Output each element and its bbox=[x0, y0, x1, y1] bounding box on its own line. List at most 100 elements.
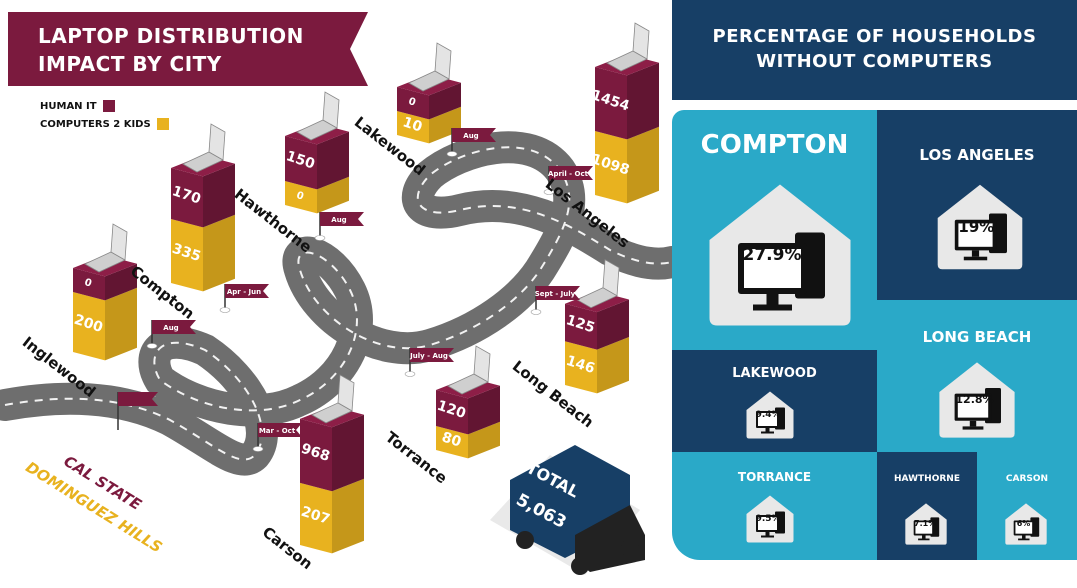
bar-c2k-side-carson bbox=[332, 478, 364, 554]
bar-c2k-lakewood bbox=[397, 111, 429, 144]
household-pct-carson: 6% bbox=[1016, 519, 1031, 529]
bar-value-human-it-inglewood: 0 bbox=[83, 277, 93, 290]
house-computer-icon-carson bbox=[1005, 503, 1047, 545]
legend-item-human-it: HUMAN IT bbox=[40, 100, 115, 112]
laptop-icon-torrance bbox=[447, 345, 491, 395]
chart-title-line1: LAPTOP DISTRIBUTION bbox=[38, 24, 304, 48]
date-flag-text-torrance: July - Aug bbox=[409, 352, 448, 360]
legend-swatch-human-it bbox=[102, 100, 115, 112]
banner-shape bbox=[8, 12, 368, 86]
household-city-name-lakewood: LAKEWOOD bbox=[732, 366, 817, 381]
legend-label-c2k: COMPUTERS 2 KIDS bbox=[40, 118, 151, 130]
date-flag-inglewood: Aug bbox=[146, 320, 196, 349]
household-pct-long-beach: 12.8% bbox=[955, 393, 994, 407]
bar-human-it-long-beach bbox=[565, 303, 597, 350]
household-tile-carson: CARSON 6% bbox=[977, 452, 1077, 560]
start-flag bbox=[117, 392, 158, 430]
bar-c2k-side-torrance bbox=[468, 421, 500, 459]
date-flag-text-inglewood: Aug bbox=[163, 324, 178, 332]
bar-human-it-inglewood bbox=[73, 268, 105, 301]
bar-value-c2k-torrance: 80 bbox=[440, 429, 464, 450]
household-pct-hawthorne: 7.1% bbox=[914, 519, 937, 529]
bar-c2k-side-inglewood bbox=[105, 287, 137, 361]
bar-human-it-carson bbox=[300, 418, 332, 492]
bar-c2k-side-compton bbox=[203, 214, 235, 292]
laptop-icon-compton bbox=[182, 123, 226, 173]
household-city-name-carson: CARSON bbox=[1005, 474, 1049, 484]
house-computer-icon-torrance bbox=[746, 495, 794, 543]
bar-c2k-carson bbox=[300, 482, 332, 554]
date-flag-compton: Apr - Jun bbox=[219, 284, 269, 313]
bar-human-it-side-long-beach bbox=[597, 299, 629, 350]
date-flag-text-los-angeles: April - Oct bbox=[548, 170, 589, 178]
laptop-icon-long-beach bbox=[576, 259, 620, 309]
date-flag-text-long-beach: Sept - July bbox=[535, 290, 576, 298]
households-panel: PERCENTAGE OF HOUSEHOLDS WITHOUT COMPUTE… bbox=[672, 0, 1077, 588]
house-computer-icon-compton bbox=[709, 184, 851, 326]
bar-c2k-los-angeles bbox=[595, 131, 627, 204]
household-tile-lakewood: LAKEWOOD 9.4% bbox=[672, 350, 877, 452]
bar-human-it-side-hawthorne bbox=[317, 131, 349, 190]
date-flag-text-carson: Mar - Oct bbox=[259, 427, 296, 435]
bar-human-it-hawthorne bbox=[285, 136, 317, 190]
bar-stack-lakewood: 100 bbox=[397, 42, 461, 144]
date-flag-text-lakewood: Aug bbox=[463, 132, 478, 140]
household-city-name-hawthorne: HAWTHORNE bbox=[894, 474, 960, 484]
bar-value-c2k-lakewood: 10 bbox=[401, 114, 425, 135]
date-flag-text-hawthorne: Aug bbox=[331, 216, 346, 224]
laptop-icon-los-angeles bbox=[606, 22, 650, 72]
bar-value-human-it-lakewood: 0 bbox=[407, 96, 417, 109]
bar-c2k-side-lakewood bbox=[429, 106, 461, 144]
chart-title-line2: IMPACT BY CITY bbox=[38, 52, 222, 76]
household-tile-torrance: TORRANCE 9.5% bbox=[672, 452, 877, 560]
household-city-name-los-angeles: LOS ANGELES bbox=[919, 146, 1035, 164]
date-flag-torrance: July - Aug bbox=[404, 348, 454, 377]
date-flag-long-beach: Sept - July bbox=[530, 286, 580, 315]
bar-human-it-side-compton bbox=[203, 163, 235, 228]
title-banner: LAPTOP DISTRIBUTION IMPACT BY CITY bbox=[8, 12, 368, 86]
household-city-name-long-beach: LONG BEACH bbox=[922, 328, 1032, 346]
date-flag-text-compton: Apr - Jun bbox=[227, 288, 261, 296]
legend-label-human-it: HUMAN IT bbox=[40, 100, 97, 112]
laptop-icon-lakewood bbox=[408, 42, 452, 92]
households-title-line1: PERCENTAGE OF HOUSEHOLDS bbox=[712, 26, 1037, 47]
household-city-name-torrance: TORRANCE bbox=[737, 470, 812, 484]
bar-human-it-side-torrance bbox=[468, 385, 500, 435]
bar-c2k-compton bbox=[171, 219, 203, 292]
bar-c2k-side-hawthorne bbox=[317, 176, 349, 214]
house-computer-icon-lakewood bbox=[746, 391, 794, 439]
bar-human-it-side-carson bbox=[332, 414, 364, 492]
date-flag-hawthorne: Aug bbox=[314, 212, 364, 241]
bar-human-it-side-inglewood bbox=[105, 263, 137, 301]
bar-human-it-los-angeles bbox=[595, 67, 627, 140]
laptop-icon-hawthorne bbox=[296, 91, 340, 141]
household-pct-lakewood: 9.4% bbox=[755, 409, 781, 420]
household-pct-torrance: 9.5% bbox=[755, 513, 781, 524]
house-computer-icon-hawthorne bbox=[905, 503, 947, 545]
bar-c2k-side-long-beach bbox=[597, 337, 629, 394]
house-computer-icon-los-angeles bbox=[937, 184, 1023, 270]
bar-human-it-side-los-angeles bbox=[627, 62, 659, 140]
legend-swatch-c2k bbox=[156, 118, 169, 130]
bar-human-it-side-lakewood bbox=[429, 82, 461, 120]
bar-human-it-torrance bbox=[436, 390, 468, 435]
bar-c2k-inglewood bbox=[73, 292, 105, 361]
laptop-icon-carson bbox=[311, 374, 355, 424]
households-header bbox=[672, 0, 1077, 100]
household-pct-los-angeles: 19% bbox=[958, 218, 995, 236]
households-title-line2: WITHOUT COMPUTERS bbox=[756, 51, 993, 72]
total-truck bbox=[490, 445, 645, 575]
bar-c2k-long-beach bbox=[565, 341, 597, 394]
laptop-icon-inglewood bbox=[84, 223, 128, 273]
household-tile-long-beach: LONG BEACH 12.8% bbox=[877, 300, 1077, 452]
